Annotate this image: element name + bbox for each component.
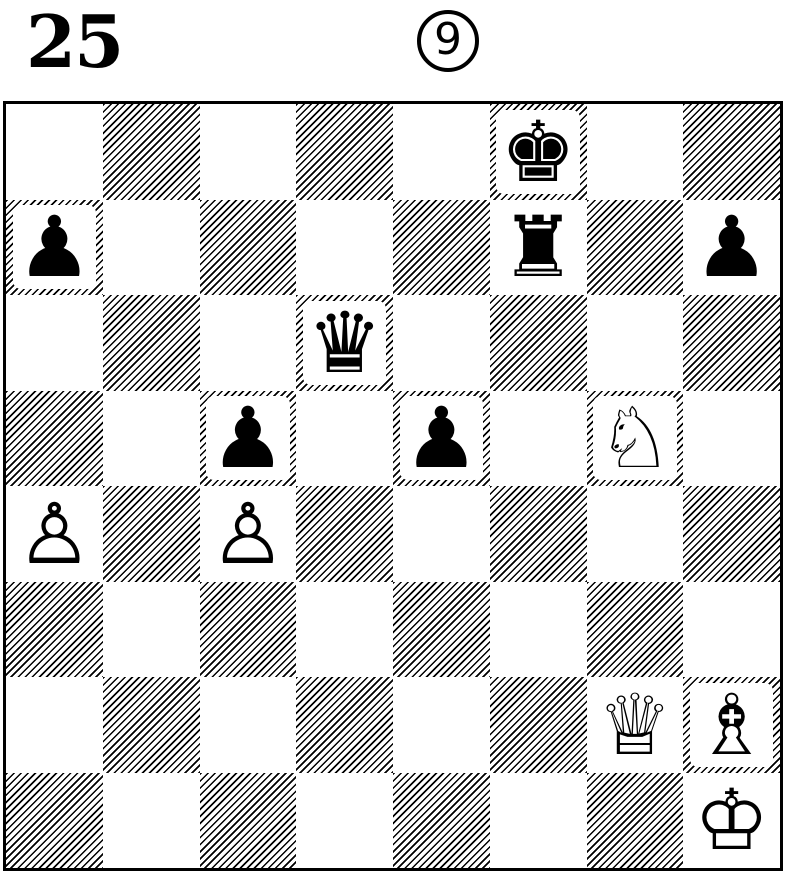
square-f1[interactable] [489, 772, 587, 868]
square-f6[interactable] [489, 295, 587, 391]
square-g2[interactable]: ♕ [586, 675, 684, 774]
square-a5[interactable] [6, 390, 103, 486]
square-h7[interactable]: ♟ [683, 198, 780, 297]
square-b6[interactable] [102, 295, 200, 391]
white-pawn-icon[interactable]: ♙ [16, 484, 93, 583]
square-a1[interactable] [6, 772, 103, 868]
square-g8[interactable] [586, 104, 684, 200]
square-f2[interactable] [489, 677, 587, 773]
square-a7[interactable]: ♟ [6, 199, 103, 295]
square-e7[interactable] [393, 199, 490, 295]
square-g4[interactable] [586, 486, 684, 582]
black-pawn-icon[interactable]: ♟ [693, 198, 770, 297]
square-c2[interactable] [199, 677, 297, 773]
square-h1[interactable]: ♔ [683, 771, 780, 870]
square-e8[interactable] [393, 104, 490, 200]
square-d6[interactable]: ♛ [296, 295, 393, 391]
square-d5[interactable] [296, 390, 393, 486]
square-a6[interactable] [6, 295, 103, 391]
square-d3[interactable] [296, 581, 393, 677]
square-d8[interactable] [296, 104, 393, 200]
square-e6[interactable] [393, 295, 490, 391]
black-rook-icon[interactable]: ♜ [500, 198, 576, 297]
square-h2[interactable]: ♗ [683, 677, 780, 773]
white-knight-icon[interactable]: ♘ [593, 396, 677, 481]
black-king-icon[interactable]: ♚ [496, 109, 580, 194]
square-f5[interactable] [489, 390, 587, 486]
square-d7[interactable] [296, 199, 393, 295]
puzzle-number: 25 [26, 0, 124, 84]
square-e1[interactable] [393, 772, 490, 868]
square-h5[interactable] [683, 390, 780, 486]
white-queen-icon[interactable]: ♕ [597, 675, 673, 774]
square-c6[interactable] [199, 295, 297, 391]
square-b8[interactable] [102, 104, 200, 200]
black-pawn-icon[interactable]: ♟ [399, 396, 484, 481]
square-c8[interactable] [199, 104, 297, 200]
square-g3[interactable] [586, 581, 684, 677]
square-a3[interactable] [6, 581, 103, 677]
move-count-badge: 9 [417, 10, 479, 72]
square-a2[interactable] [6, 677, 103, 773]
square-b4[interactable] [102, 486, 200, 582]
black-pawn-icon[interactable]: ♟ [12, 205, 97, 290]
square-b3[interactable] [102, 581, 200, 677]
chess-board-frame: ♚♟♜♟♛♟♟♘♙♙♕♗♔ [3, 101, 783, 871]
square-b2[interactable] [102, 677, 200, 773]
square-c3[interactable] [199, 581, 297, 677]
black-pawn-icon[interactable]: ♟ [206, 396, 290, 481]
square-g5[interactable]: ♘ [586, 390, 684, 486]
white-pawn-icon[interactable]: ♙ [210, 484, 286, 583]
square-a8[interactable] [6, 104, 103, 200]
square-c1[interactable] [199, 772, 297, 868]
square-h3[interactable] [683, 581, 780, 677]
square-e3[interactable] [393, 581, 490, 677]
square-f8[interactable]: ♚ [489, 104, 587, 200]
square-f4[interactable] [489, 486, 587, 582]
square-d1[interactable] [296, 772, 393, 868]
chess-board: ♚♟♜♟♛♟♟♘♙♙♕♗♔ [6, 104, 780, 868]
square-b7[interactable] [102, 199, 200, 295]
square-d4[interactable] [296, 486, 393, 582]
square-g6[interactable] [586, 295, 684, 391]
square-h6[interactable] [683, 295, 780, 391]
square-f7[interactable]: ♜ [489, 198, 587, 297]
square-e2[interactable] [393, 677, 490, 773]
square-a4[interactable]: ♙ [6, 486, 103, 582]
square-b5[interactable] [102, 390, 200, 486]
black-queen-icon[interactable]: ♛ [302, 300, 387, 385]
white-bishop-icon[interactable]: ♗ [689, 682, 774, 767]
white-king-icon[interactable]: ♔ [693, 771, 770, 870]
square-e4[interactable] [393, 486, 490, 582]
square-d2[interactable] [296, 677, 393, 773]
square-f3[interactable] [489, 581, 587, 677]
square-b1[interactable] [102, 772, 200, 868]
square-g1[interactable] [586, 772, 684, 868]
square-h4[interactable] [683, 486, 780, 582]
square-g7[interactable] [586, 199, 684, 295]
square-h8[interactable] [683, 104, 780, 200]
square-c7[interactable] [199, 199, 297, 295]
square-c4[interactable]: ♙ [199, 484, 297, 583]
square-c5[interactable]: ♟ [199, 390, 297, 486]
square-e5[interactable]: ♟ [393, 390, 490, 486]
